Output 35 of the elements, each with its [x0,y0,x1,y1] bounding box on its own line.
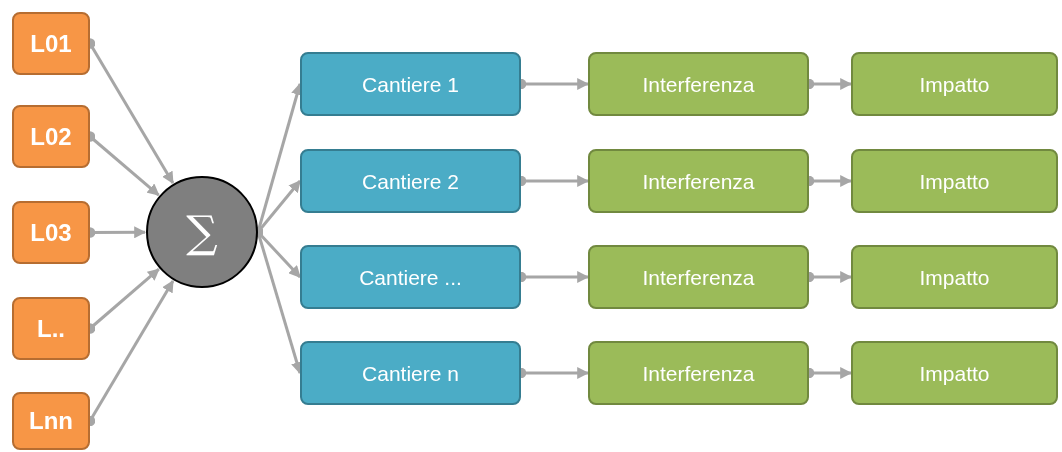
node-label: Cantiere 2 [362,170,459,192]
node-label: Impatto [919,362,990,384]
node-label: Cantiere ... [359,266,462,288]
node-label: L01 [30,31,72,56]
impact-box [851,341,1058,405]
interference-box [588,341,809,405]
impact-box [851,52,1058,116]
node-label: Interferenza [642,266,755,288]
node-label: Interferenza [642,73,755,95]
impact-box [851,245,1058,309]
interference-box [588,245,809,309]
source-box [12,392,90,450]
node-label: Interferenza [642,170,755,192]
node-label: L03 [30,220,72,245]
interference-box [588,149,809,213]
interference-box [588,52,809,116]
source-box [12,297,90,360]
site-box [300,149,521,213]
site-box [300,341,521,405]
node-label: Impatto [919,266,990,288]
impact-box [851,149,1058,213]
node-label: Impatto [919,73,990,95]
node-label: Lnn [29,409,73,433]
source-box [12,12,90,75]
node-label: Interferenza [642,362,755,384]
site-box [300,52,521,116]
site-box [300,245,521,309]
node-label: Cantiere n [362,362,459,384]
source-box [12,105,90,168]
source-box [12,201,90,264]
node-label: L02 [30,124,72,149]
node-label: Impatto [919,170,990,192]
node-label: ∑ [186,210,218,254]
node-label: Cantiere 1 [362,73,459,95]
node-label: L.. [37,316,65,341]
